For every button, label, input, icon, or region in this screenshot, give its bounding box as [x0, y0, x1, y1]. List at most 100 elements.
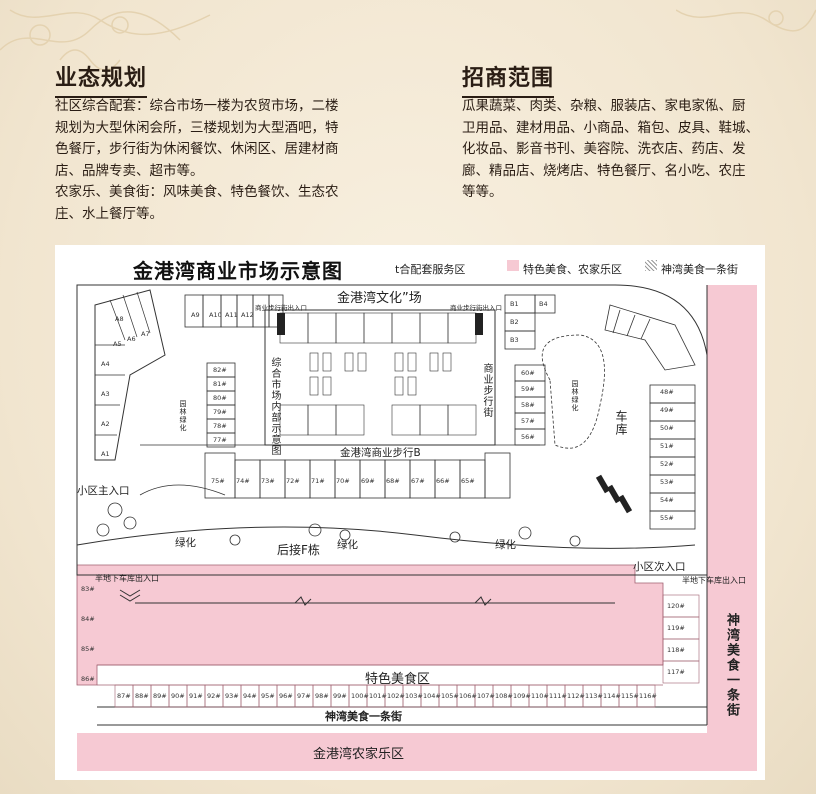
right-line-4: 廊、精品店、烧烤店、特色餐厅、名小吃、农庄: [462, 162, 746, 179]
unit-115#: 115#: [621, 692, 639, 700]
unit-78#: 78#: [213, 422, 227, 430]
building-f-label: 后接F栋: [277, 543, 320, 557]
unit-79#: 79#: [213, 408, 227, 416]
unit-93#: 93#: [225, 692, 239, 700]
greening-label-1: 绿化: [175, 537, 196, 549]
community-main-entrance-label: 小区主入口: [77, 485, 130, 497]
unit-117#: 117#: [667, 668, 685, 676]
food-street-right-area: [707, 285, 757, 733]
unit-86#: 86#: [81, 675, 95, 683]
unit-A8: A8: [115, 315, 124, 323]
unit-107#: 107#: [477, 692, 495, 700]
unit-109#: 109#: [513, 692, 531, 700]
culture-square-label: 金港湾文化”场: [337, 291, 422, 306]
unit-92#: 92#: [207, 692, 221, 700]
basement-entrance-left-label: 半地下车库出入口: [95, 574, 159, 583]
unit-110#: 110#: [531, 692, 549, 700]
right-line-1: 瓜果蔬菜、肉类、杂粮、服装店、家电家俬、厨: [462, 98, 746, 114]
garden-left-label: 园林绿化: [179, 400, 187, 432]
food-zone-label: 特色美食区: [365, 672, 431, 687]
unit-54#: 54#: [660, 496, 674, 504]
right-section-title: 招商范围: [462, 60, 555, 98]
unit-52#: 52#: [660, 460, 674, 468]
unit-B3: B3: [510, 336, 519, 344]
community-side-entrance-label: 小区次入口: [633, 561, 686, 573]
farmhouse-zone-label: 金港湾农家乐区: [313, 747, 405, 762]
unit-75#: 75#: [211, 477, 225, 485]
unit-53#: 53#: [660, 478, 674, 486]
unit-100#: 100#: [351, 692, 369, 700]
unit-116#: 116#: [639, 692, 657, 700]
unit-59#: 59#: [521, 385, 535, 393]
unit-grid: [114, 594, 700, 708]
unit-99#: 99#: [333, 692, 347, 700]
legend-food-farm: 特色美食、农家乐区: [523, 263, 622, 276]
unit-87#: 87#: [117, 692, 131, 700]
garden-right-label: 园林绿化: [571, 380, 579, 412]
unit-71#: 71#: [311, 477, 325, 485]
food-street-right-label: 神湾美食一条街: [724, 613, 739, 718]
unit-A2: A2: [101, 420, 110, 428]
unit-65#: 65#: [461, 477, 475, 485]
unit-58#: 58#: [521, 401, 535, 409]
right-line-3: 化妆品、影音书刊、美容院、洗衣店、药店、发: [462, 141, 746, 157]
unit-85#: 85#: [81, 645, 95, 653]
left-para-2-line-1: 农家乐、美食街：风味美食、特色餐饮、生态农: [55, 184, 339, 200]
entrance-a-label: 商业步行街出入口: [255, 304, 307, 312]
garage-label: 车库: [614, 410, 628, 436]
unit-112#: 112#: [567, 692, 585, 700]
unit-B2: B2: [510, 318, 519, 326]
greening-label-2: 绿化: [337, 539, 358, 551]
left-para-1-line-3: 色餐厅，步行街为休闲餐饮、休闲区、居建材商: [55, 141, 339, 157]
legend-swatch-street: [645, 260, 657, 271]
unit-A4: A4: [101, 360, 110, 368]
unit-55#: 55#: [660, 514, 674, 522]
unit-A3: A3: [101, 390, 110, 398]
unit-72#: 72#: [286, 477, 300, 485]
left-para-1-line-4: 店、品牌专卖、超市等。: [55, 162, 204, 179]
unit-94#: 94#: [243, 692, 257, 700]
unit-103#: 103#: [405, 692, 423, 700]
unit-49#: 49#: [660, 406, 674, 414]
unit-104#: 104#: [423, 692, 441, 700]
unit-82#: 82#: [213, 366, 227, 374]
right-line-2: 卫用品、建材用品、小商品、箱包、皮具、鞋城、: [462, 119, 759, 136]
unit-73#: 73#: [261, 477, 275, 485]
unit-90#: 90#: [171, 692, 185, 700]
legend-service-area: t合配套服务区: [395, 263, 466, 276]
unit-89#: 89#: [153, 692, 167, 700]
unit-48#: 48#: [660, 388, 674, 396]
right-line-5: 等等。: [462, 184, 503, 200]
left-section-body: 社区综合配套：综合市场一楼为农贸市场，二楼 规划为大型休闲会所，三楼规划为大型酒…: [55, 96, 385, 225]
map-title: 金港湾商业市场示意图: [133, 259, 343, 283]
unit-50#: 50#: [660, 424, 674, 432]
unit-60#: 60#: [521, 369, 535, 377]
unit-88#: 88#: [135, 692, 149, 700]
unit-81#: 81#: [213, 380, 227, 388]
legend-swatch-food: [507, 260, 519, 271]
market-inner-label: 综合市场内部示意图: [269, 357, 280, 456]
farmhouse-zone-area: [77, 733, 757, 771]
unit-74#: 74#: [236, 477, 250, 485]
unit-97#: 97#: [297, 692, 311, 700]
market-site-map: 金港湾商业市场示意图 t合配套服务区 特色美食、农家乐区 神湾美食一条街 金港湾…: [55, 245, 765, 780]
entrance-b-label: 商业步行街出入口: [450, 304, 502, 312]
legend-food-street: 神湾美食一条街: [661, 263, 738, 276]
unit-A11: A11: [225, 311, 238, 319]
unit-102#: 102#: [387, 692, 405, 700]
unit-66#: 66#: [436, 477, 450, 485]
unit-A9: A9: [191, 311, 200, 319]
unit-95#: 95#: [261, 692, 275, 700]
commercial-street-label: 金港湾商业步行B: [340, 447, 421, 459]
unit-101#: 101#: [369, 692, 387, 700]
unit-51#: 51#: [660, 442, 674, 450]
unit-113#: 113#: [585, 692, 603, 700]
unit-118#: 118#: [667, 646, 685, 654]
unit-57#: 57#: [521, 417, 535, 425]
food-street-bottom-label: 神湾美食一条街: [325, 710, 402, 723]
unit-84#: 84#: [81, 615, 95, 623]
unit-B4: B4: [539, 300, 548, 308]
left-section-title: 业态规划: [55, 60, 148, 98]
unit-77#: 77#: [213, 436, 227, 444]
unit-83#: 83#: [81, 585, 95, 593]
